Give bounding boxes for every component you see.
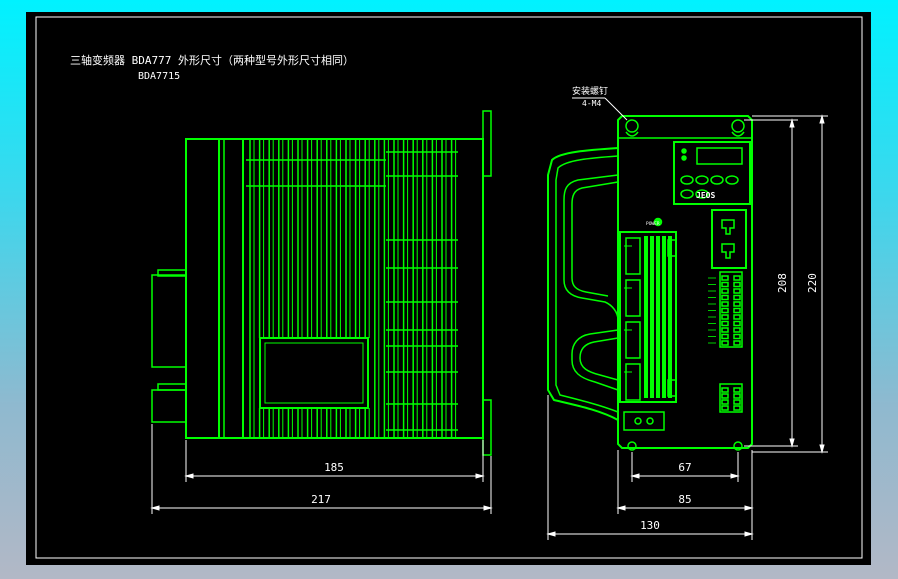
cad-drawing-frame	[26, 12, 871, 565]
control-terminal-lower	[721, 387, 741, 411]
side-view	[151, 110, 492, 456]
fin-crossbars	[246, 151, 458, 431]
dimension-lines	[150, 114, 828, 540]
dim-130: 130	[640, 519, 660, 532]
front-view	[547, 115, 753, 451]
dim-220: 220	[806, 273, 819, 293]
dim-185: 185	[324, 461, 344, 474]
dim-85: 85	[678, 493, 691, 506]
drawing-title: 三轴变频器 BDA777 外形尺寸（两种型号外形尺寸相同）	[70, 53, 354, 67]
control-terminal	[708, 275, 741, 346]
drawing-title-model: BDA7715	[138, 71, 180, 82]
brand-logo-text: JEOS	[696, 191, 715, 200]
mount-screw-label: 安装螺钉	[572, 85, 608, 97]
power-label: POWER	[646, 221, 660, 227]
dim-67: 67	[678, 461, 691, 474]
dim-208: 208	[776, 273, 789, 293]
dim-217: 217	[311, 493, 331, 506]
mount-screw-spec: 4-M4	[582, 99, 601, 108]
main-terminal-block	[624, 236, 677, 401]
drawing-border	[35, 16, 863, 559]
keypad-keys	[680, 175, 739, 199]
cooling-fins	[249, 139, 457, 438]
